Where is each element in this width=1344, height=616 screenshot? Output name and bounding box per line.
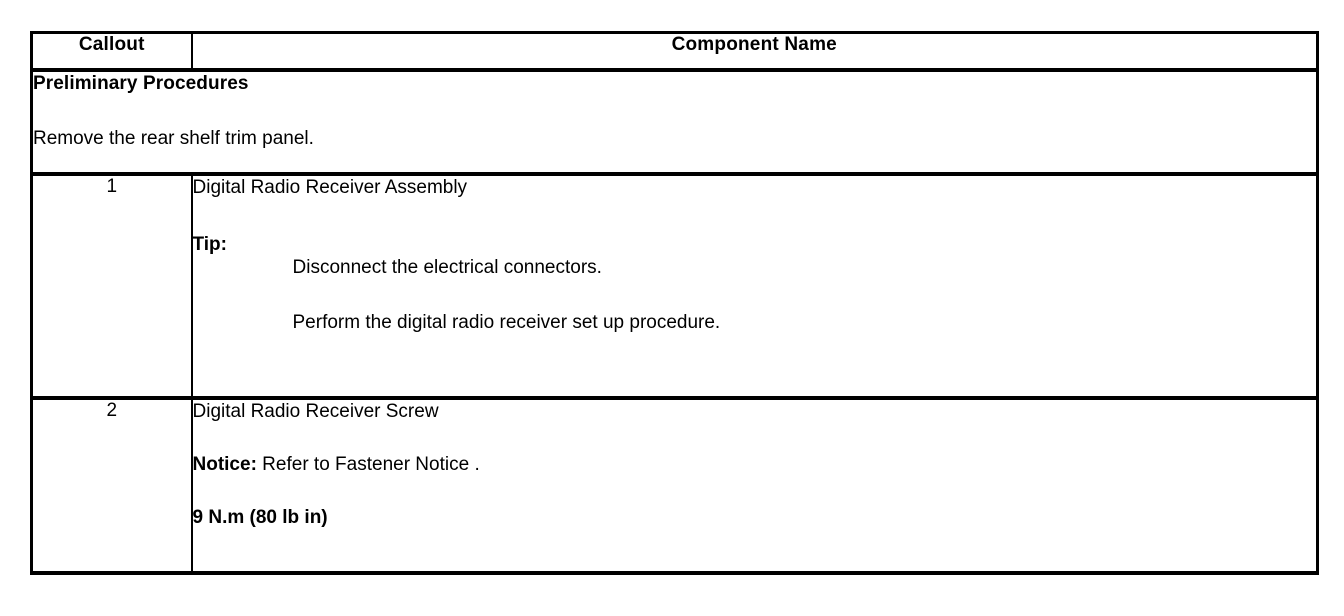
spacer	[33, 100, 1316, 127]
torque-specification: 9 N.m (80 lb in)	[192, 507, 328, 528]
component-name-text: Digital Radio Receiver Screw	[192, 401, 439, 422]
table-row: 2 Digital Radio Receiver Screw Notice: R…	[30, 397, 1319, 575]
component-name-text: Digital Radio Receiver Assembly	[192, 177, 468, 198]
component-name-cell: Digital Radio Receiver Screw Notice: Ref…	[190, 397, 1319, 575]
tip-label: Tip:	[192, 234, 227, 255]
preliminary-procedures-cell: Preliminary Procedures Remove the rear s…	[30, 70, 1319, 176]
notice-line: Notice: Refer to Fastener Notice .	[193, 453, 1317, 476]
spacer	[193, 476, 1317, 506]
spacer	[193, 199, 1317, 233]
component-name-cell: Digital Radio Receiver Assembly Tip: Dis…	[190, 173, 1319, 400]
preliminary-procedures-row: Preliminary Procedures Remove the rear s…	[30, 70, 1319, 176]
column-header-callout: Callout	[30, 31, 193, 72]
spacer	[193, 279, 1317, 311]
callout-number: 2	[30, 397, 193, 575]
notice-label: Notice:	[192, 454, 257, 475]
component-table: Callout Component Name Preliminary Proce…	[30, 31, 1319, 575]
table-row: 1 Digital Radio Receiver Assembly Tip: D…	[30, 173, 1319, 400]
column-header-component-name: Component Name	[190, 31, 1319, 72]
callout-number: 1	[30, 173, 193, 400]
spacer	[193, 423, 1317, 453]
tip-item: Perform the digital radio receiver set u…	[292, 312, 721, 333]
tip-item: Disconnect the electrical connectors.	[292, 257, 602, 278]
table-header-row: Callout Component Name	[30, 31, 1319, 72]
notice-text: Refer to Fastener Notice .	[256, 454, 480, 475]
preliminary-procedures-title: Preliminary Procedures	[33, 73, 249, 94]
preliminary-procedure-step: Remove the rear shelf trim panel.	[33, 128, 314, 149]
